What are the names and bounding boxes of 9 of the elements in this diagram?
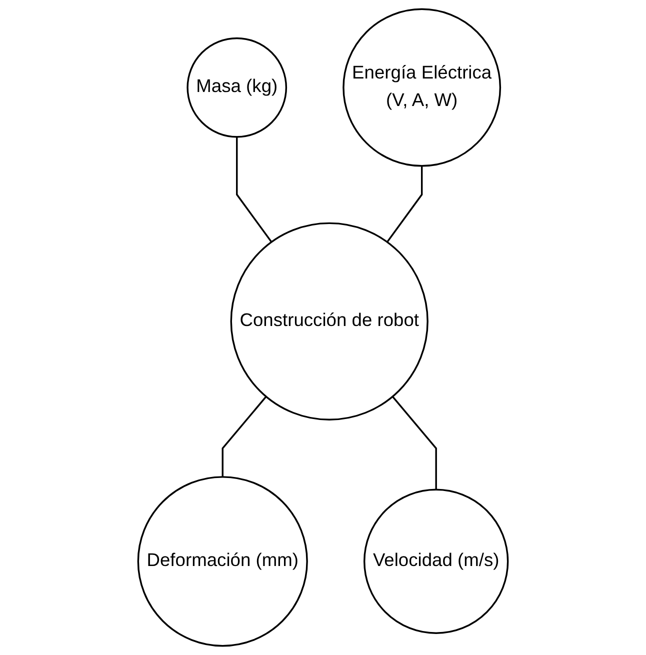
node-circle: Construcción de robot [230, 222, 428, 420]
connector [236, 136, 272, 243]
connector [392, 396, 437, 490]
node-circle: Velocidad (m/s) [364, 488, 509, 634]
node-circle: Deformación (mm) [137, 476, 308, 647]
node-circle: Masa (kg) [186, 37, 288, 138]
connector [386, 166, 423, 243]
connector [222, 396, 267, 477]
node-circle: Energía Eléctrica (V, A, W) [342, 8, 502, 167]
